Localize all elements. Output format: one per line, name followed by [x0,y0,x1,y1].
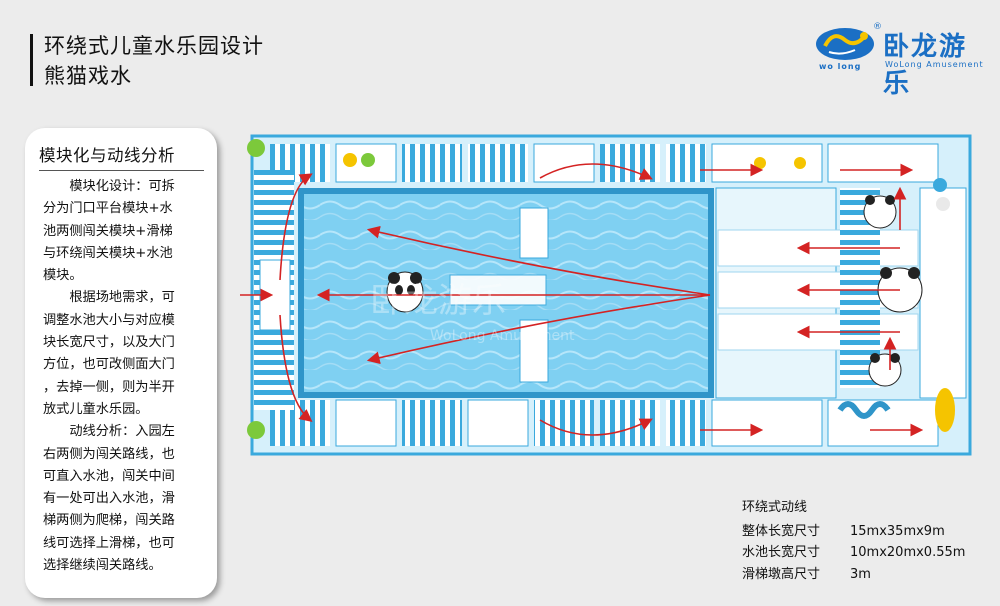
spec-value: 15mx35mx9m [850,523,945,539]
logo-registered-mark: ® [873,22,882,32]
brand-logo: 卧龙游乐 ® WoLong Amusement wo long [815,22,990,99]
panda-figure [386,271,424,313]
panel-title: 模块化与动线分析 [39,146,175,165]
title-accent-bar [30,34,33,86]
logo-brand-cn: 卧龙游乐 [883,32,968,99]
spec-row: 水池长宽尺寸 10mx20mx0.55m [742,542,965,564]
spec-value: 3m [850,566,871,582]
right-pandas [863,195,923,387]
watermark-en: WoLong Amusement [430,328,575,344]
water-park-plan: 卧龙游乐 WoLong Amusement [240,134,972,456]
dragon-logo-icon [816,28,874,60]
spec-label: 滑梯墩高尺寸 [742,566,821,582]
page-subtitle: 熊猫戏水 [44,64,132,88]
spec-list: 环绕式动线 整体长宽尺寸 15mx35mx9m 水池长宽尺寸 10mx20mx0… [742,497,965,585]
page-title: 环绕式儿童水乐园设计 [44,34,264,58]
spec-row: 滑梯墩高尺寸 3m [742,564,965,586]
slide-tower [715,187,967,399]
spec-label: 整体长宽尺寸 [742,523,821,539]
bottom-module-row [270,399,939,447]
watermark-cn: 卧龙游乐 [370,281,506,321]
spec-label: 水池长宽尺寸 [742,545,821,560]
circulation-arrows [240,163,924,437]
logo-mark-text: wo long [819,62,862,71]
spec-value: 10mx20mx0.55m [850,545,966,560]
panel-divider [39,170,204,171]
analysis-panel: 模块化与动线分析 模块化设计：可拆 分为门口平台模块+水 池两侧闯关模块+滑梯 … [25,128,217,598]
pool-central-island [449,207,549,383]
panel-description: 模块化设计：可拆 分为门口平台模块+水 池两侧闯关模块+滑梯 与环绕闯关模块+水… [43,179,175,574]
spec-row: 整体长宽尺寸 15mx35mx9m [742,521,965,543]
spec-heading: 环绕式动线 [742,500,808,515]
logo-brand-en: WoLong Amusement [885,60,984,69]
